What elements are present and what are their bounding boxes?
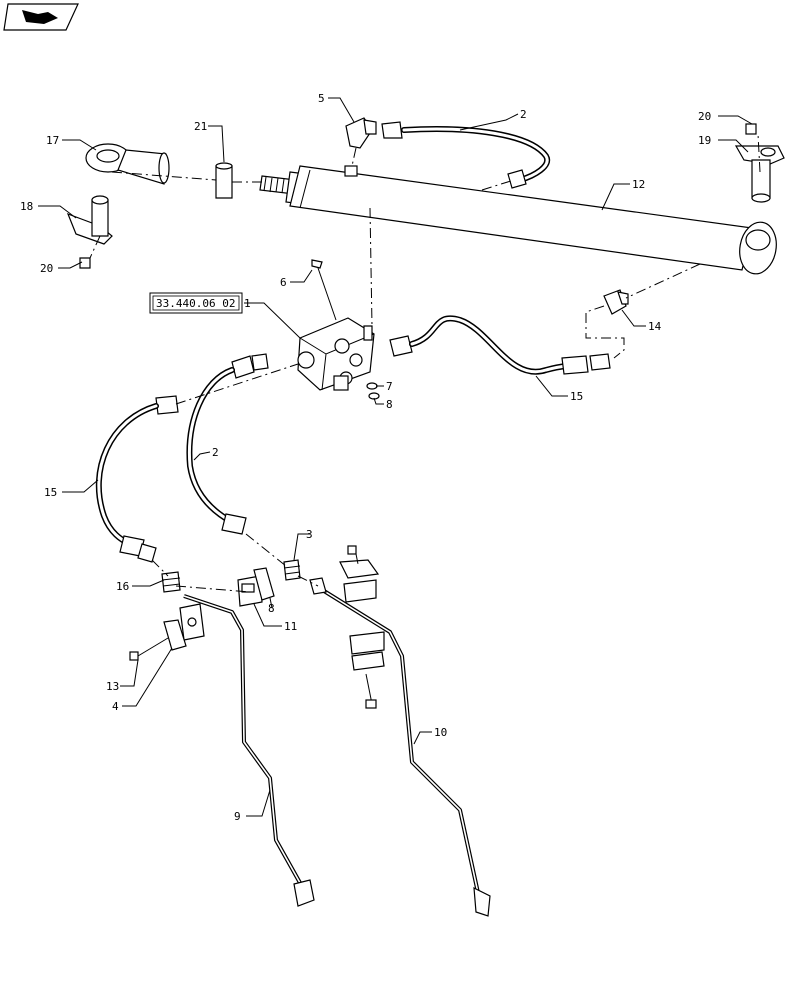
leader-lines xyxy=(38,97,753,817)
tube-10 xyxy=(309,577,491,917)
bolt-13 xyxy=(129,637,169,661)
washer-8-left xyxy=(253,567,275,601)
label-4: 4 xyxy=(112,700,119,713)
label-8-top: 8 xyxy=(386,398,393,411)
label-14: 14 xyxy=(648,320,662,333)
pin-19 xyxy=(734,123,785,203)
hose-15-right xyxy=(389,315,611,375)
fitting-14 xyxy=(603,289,629,315)
label-16: 16 xyxy=(116,580,129,593)
hydraulic-cylinder xyxy=(259,165,777,275)
label-15-right: 15 xyxy=(570,390,583,403)
plate-4 xyxy=(163,619,187,651)
hose-2-middle xyxy=(186,353,269,535)
bolt-6 xyxy=(311,259,337,321)
clamp-lower-left xyxy=(179,603,205,641)
label-8-middle: 8 xyxy=(268,602,275,615)
label-6: 6 xyxy=(280,276,287,289)
label-9: 9 xyxy=(234,810,241,823)
label-7: 7 xyxy=(386,380,393,393)
label-1: 1 xyxy=(244,297,251,310)
label-13: 13 xyxy=(106,680,119,693)
reference-number: 33.440.06 02 xyxy=(156,297,235,310)
label-19: 19 xyxy=(698,134,711,147)
label-20-left: 20 xyxy=(40,262,53,275)
hose-15-left xyxy=(95,395,179,563)
label-5: 5 xyxy=(318,92,325,105)
label-11: 11 xyxy=(284,620,297,633)
rod-eye-17 xyxy=(85,143,170,185)
label-17: 17 xyxy=(46,134,59,147)
clamp-right-assembly xyxy=(339,545,385,709)
clamp-11 xyxy=(237,575,263,607)
pin-21 xyxy=(215,162,233,199)
label-2-top: 2 xyxy=(520,108,527,121)
bolt-20-left xyxy=(79,257,91,269)
pin-18 xyxy=(66,195,113,245)
navigation-arrow-icon[interactable] xyxy=(3,3,79,31)
center-lines xyxy=(89,133,761,593)
elbow-fitting-5 xyxy=(345,117,377,149)
callout-labels: 1 5 2 17 21 20 19 12 18 20 6 7 8 14 15 1… xyxy=(20,92,711,823)
washer-7-8 xyxy=(366,382,380,400)
label-2-middle: 2 xyxy=(212,446,219,459)
valve-block-1 xyxy=(297,317,375,391)
fitting-16 xyxy=(161,571,181,593)
tube-9 xyxy=(183,594,315,907)
label-20-right: 20 xyxy=(698,110,711,123)
label-18: 18 xyxy=(20,200,33,213)
label-15-left: 15 xyxy=(44,486,57,499)
label-12: 12 xyxy=(632,178,645,191)
hose-2-top xyxy=(381,121,551,189)
fitting-3 xyxy=(283,559,301,581)
reference-box[interactable]: 33.440.06 02 xyxy=(149,292,243,314)
label-21: 21 xyxy=(194,120,207,133)
label-3: 3 xyxy=(306,528,313,541)
label-10: 10 xyxy=(434,726,447,739)
